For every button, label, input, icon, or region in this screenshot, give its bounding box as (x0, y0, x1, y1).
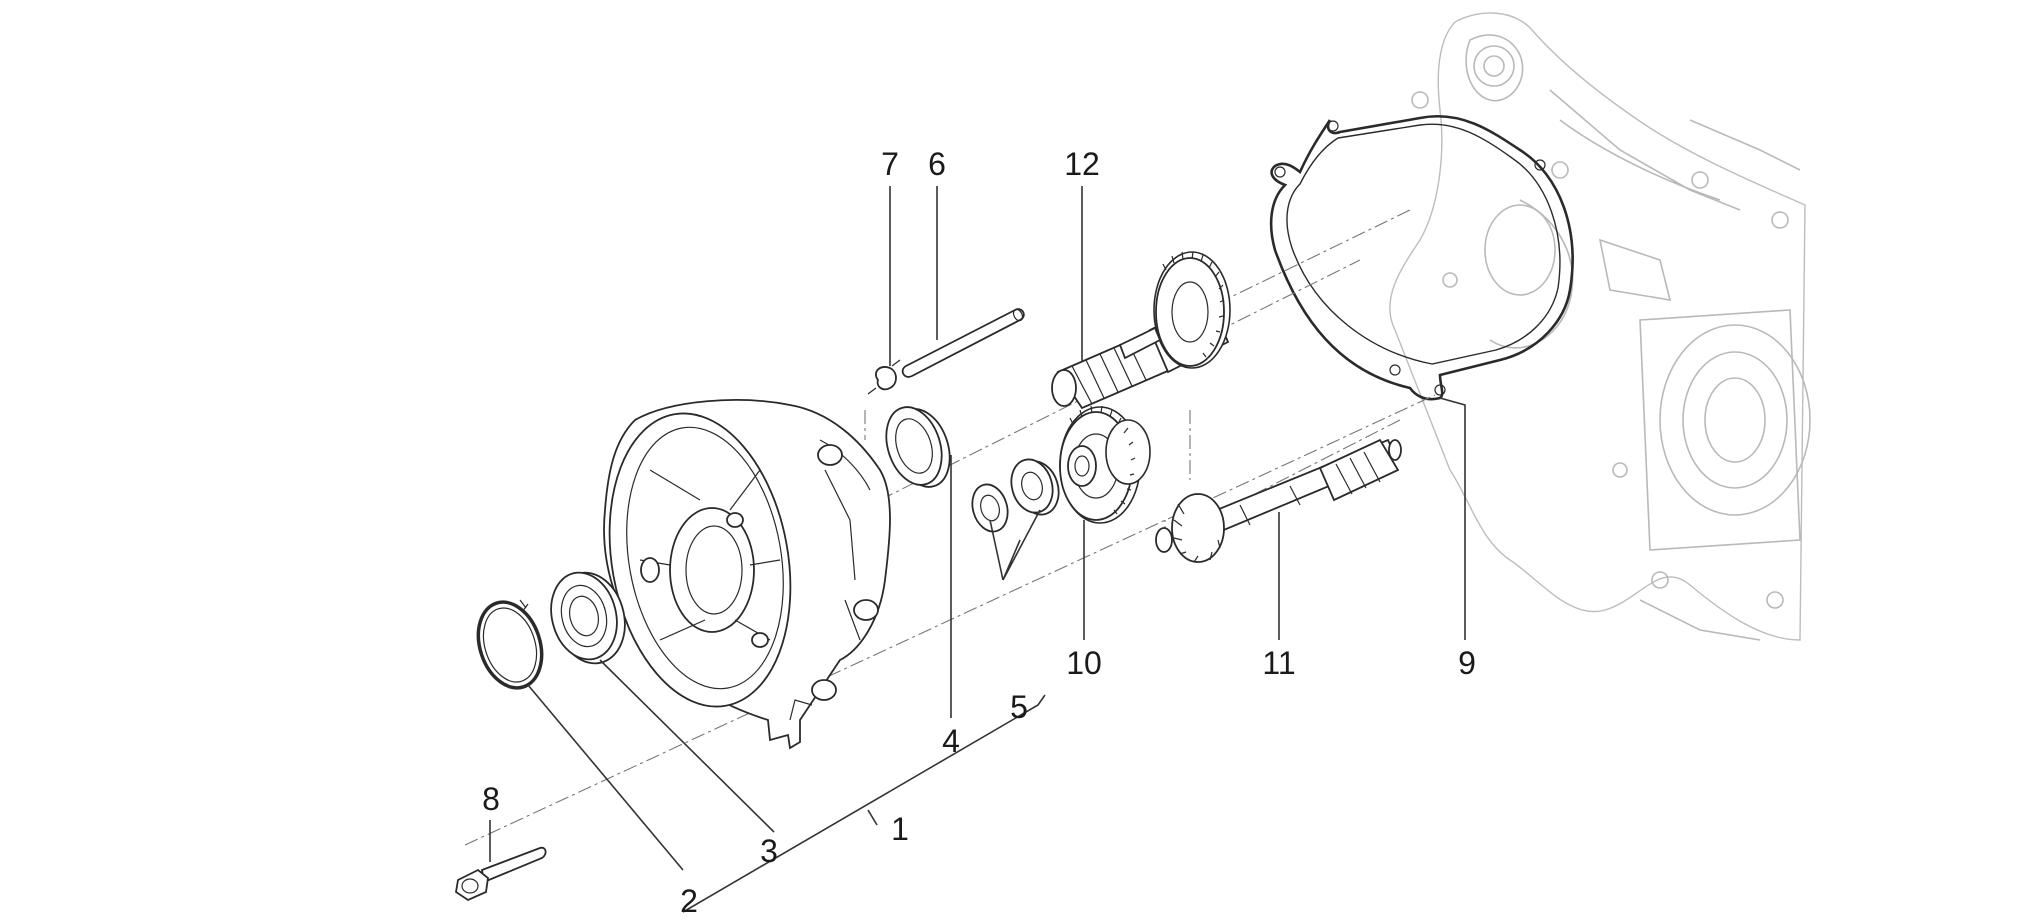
flange-bolt-part (455, 846, 547, 902)
bearing-pair-part (971, 458, 1060, 533)
callout-10: 10 (1066, 645, 1102, 681)
callout-5: 5 (1010, 689, 1028, 725)
crankcase-background (1389, 12, 1811, 641)
spring-clip-part (867, 359, 901, 395)
callout-2: 2 (680, 883, 698, 919)
gear-shaft-part (1051, 251, 1231, 410)
callout-1: 1 (891, 811, 909, 847)
gasket-part (1269, 114, 1574, 401)
transmission-cover-part (603, 399, 891, 750)
callout-9: 9 (1458, 645, 1476, 681)
callout-4: 4 (942, 723, 960, 759)
dowel-pin-part (901, 308, 1025, 378)
callout-6: 6 (928, 146, 946, 182)
double-gear-part (1059, 405, 1151, 524)
bearing-part (550, 571, 626, 665)
callout-3: 3 (760, 833, 778, 869)
callout-11: 11 (1262, 645, 1295, 681)
callout-12: 12 (1064, 146, 1100, 182)
seal-ring-part (885, 406, 951, 488)
callout-8: 8 (482, 781, 500, 817)
leader-lines (489, 186, 1466, 913)
circlip-part (476, 599, 544, 690)
callout-labels: 7 6 12 10 11 9 4 5 8 3 1 2 (482, 146, 1476, 919)
callout-7: 7 (881, 146, 899, 182)
drive-shaft-part (1155, 438, 1402, 563)
